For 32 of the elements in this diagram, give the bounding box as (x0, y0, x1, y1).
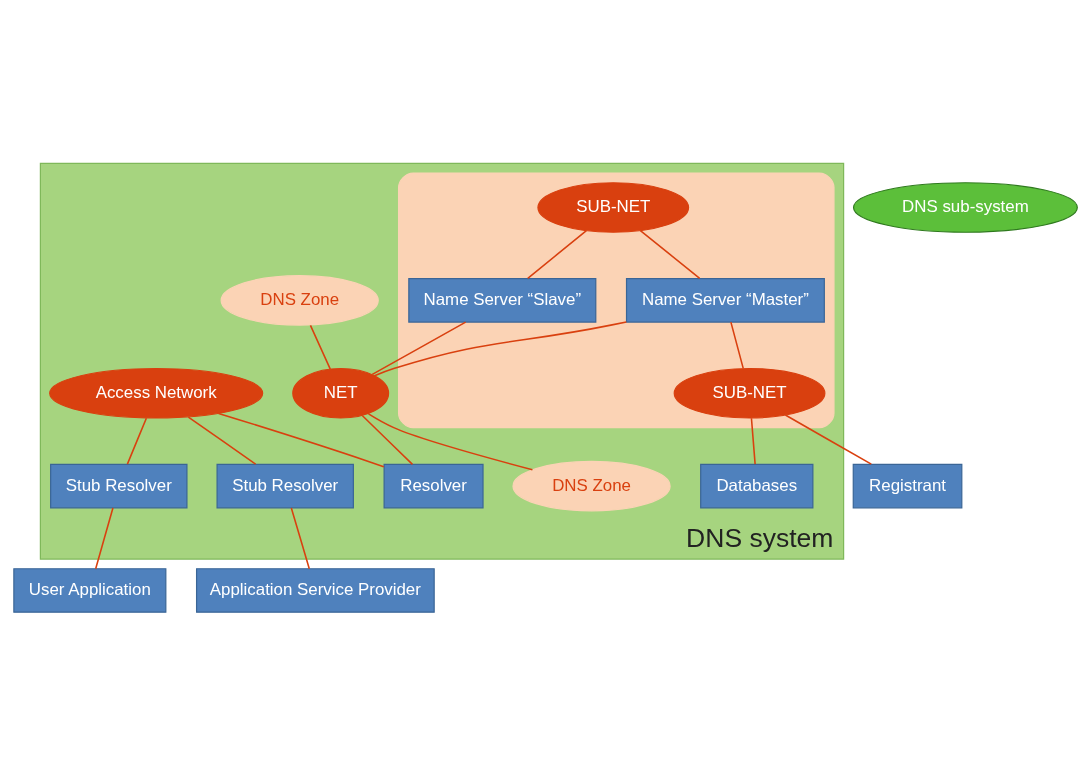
connector (784, 414, 873, 465)
connector (750, 417, 756, 465)
connector (187, 416, 257, 465)
connector (290, 507, 311, 570)
connector (527, 229, 588, 280)
node-ellipse: DNS sub-system (852, 182, 1078, 233)
connector (730, 321, 744, 370)
connector (217, 412, 385, 468)
node-box: Name Server “Master” (625, 278, 825, 323)
node-box: Stub Resolver (216, 463, 354, 509)
node-ellipse: DNS Zone (512, 460, 671, 512)
node-ellipse: Access Network (49, 367, 264, 419)
connector (94, 507, 114, 570)
node-box: Databases (700, 463, 814, 509)
connector (367, 413, 534, 471)
node-box: User Application (13, 568, 167, 613)
node-ellipse: SUB-NET (537, 182, 690, 233)
connector (371, 321, 467, 376)
node-box: Registrant (852, 463, 963, 509)
node-box: Name Server “Slave” (408, 278, 597, 323)
connector (639, 229, 701, 280)
node-ellipse: NET (292, 367, 390, 419)
connector (126, 417, 148, 465)
cluster (398, 172, 835, 429)
connector (373, 321, 628, 377)
node-box: Application Service Provider (195, 568, 435, 613)
node-box: Resolver (383, 463, 484, 509)
node-box: Stub Resolver (50, 463, 188, 509)
connector (309, 324, 332, 370)
connector (361, 414, 414, 466)
node-ellipse: SUB-NET (673, 367, 826, 419)
node-ellipse: DNS Zone (220, 275, 379, 326)
